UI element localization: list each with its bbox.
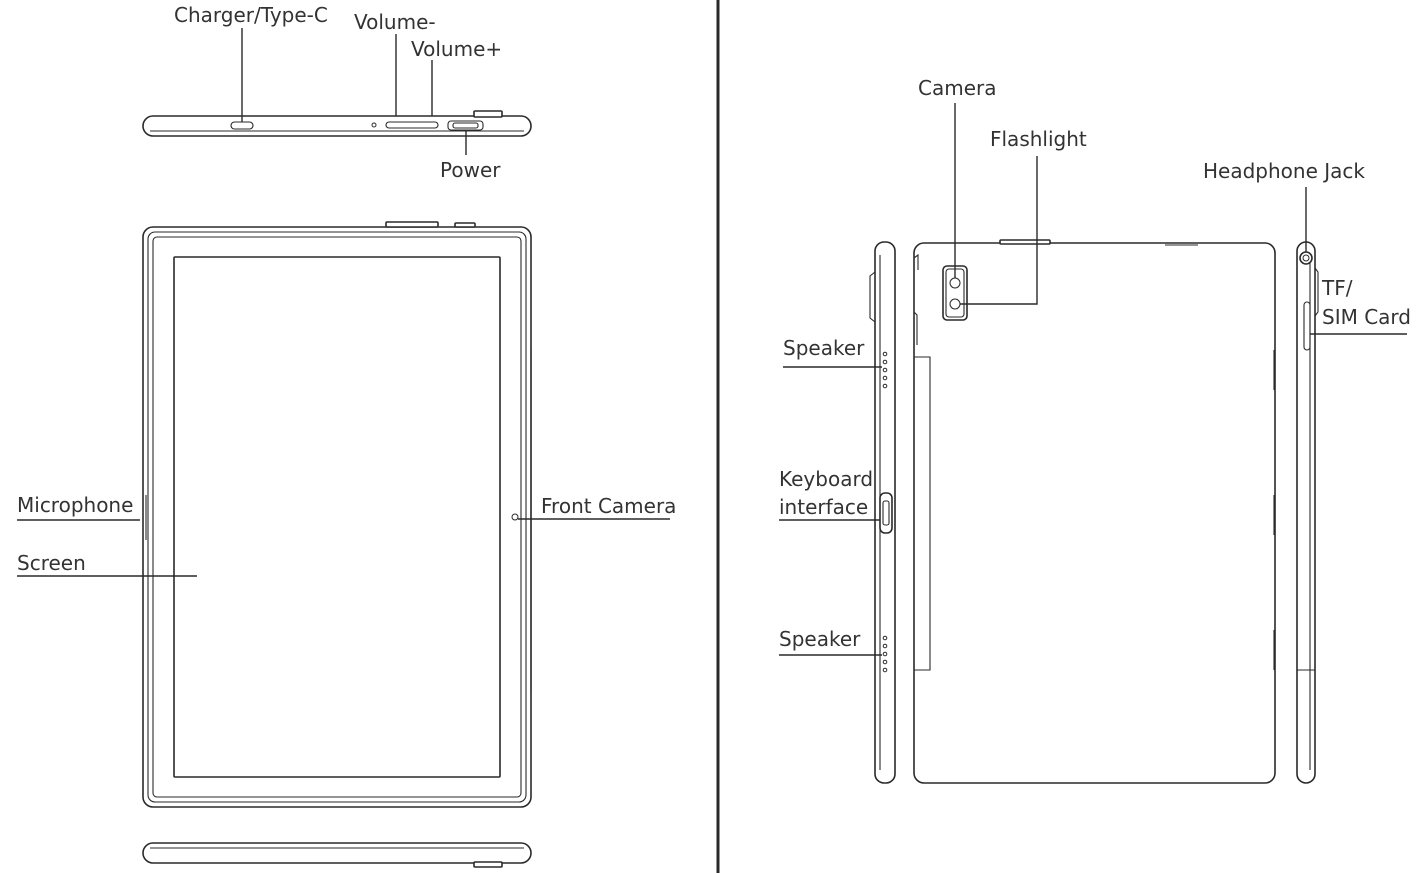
back-view (913, 239, 1276, 784)
front-view (142, 221, 532, 808)
label-charger: Charger/Type-C (174, 3, 328, 27)
label-power: Power (440, 158, 501, 182)
label-headphone-jack: Headphone Jack (1203, 159, 1365, 183)
bottom-edge-view (142, 842, 532, 868)
label-keyboard-line2: interface (779, 495, 868, 519)
label-microphone: Microphone (17, 493, 133, 517)
front-camera-lens (511, 513, 519, 521)
keyboard-connector (879, 492, 893, 534)
label-volume-plus: Volume+ (411, 37, 502, 61)
label-keyboard-line1: Keyboard (779, 467, 873, 491)
label-camera: Camera (918, 76, 997, 100)
label-flashlight: Flashlight (990, 127, 1087, 151)
card-slot (1303, 301, 1311, 351)
right-side-view (1296, 241, 1319, 784)
label-volume-minus: Volume- (354, 10, 436, 34)
label-tf-card-line1: TF/ (1321, 276, 1353, 300)
label-tf-card-line2: SIM Card (1322, 305, 1411, 329)
label-speaker-top: Speaker (783, 336, 865, 360)
label-front-camera: Front Camera (541, 494, 676, 518)
label-screen: Screen (17, 551, 86, 575)
headphone-jack-port (1299, 251, 1313, 265)
left-side-view (869, 241, 896, 784)
volume-rocker (385, 121, 439, 129)
label-speaker-bottom: Speaker (779, 627, 861, 651)
top-edge-view (142, 110, 532, 137)
screen-area (173, 256, 501, 778)
